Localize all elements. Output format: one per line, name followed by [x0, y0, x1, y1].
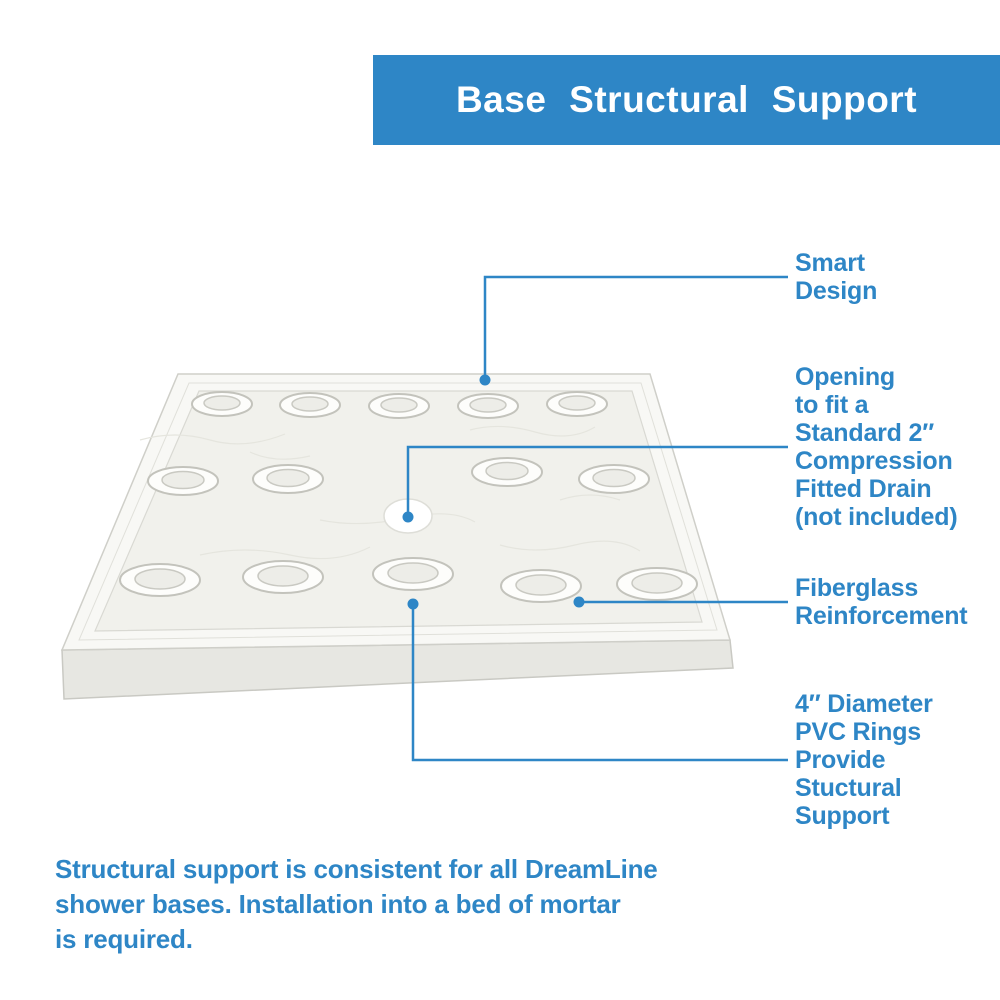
- callout-line-smart-design: [483, 275, 788, 380]
- callout-dot-fiberglass: [573, 596, 585, 608]
- pvc-ring: [368, 393, 430, 419]
- pvc-ring: [457, 393, 519, 419]
- callout-dots: [402, 374, 585, 610]
- callout-label-pvc-rings: 4″ Diameter PVC Rings Provide Stuctural …: [795, 690, 933, 830]
- callout-line-pvc-rings: [411, 604, 788, 762]
- pvc-ring: [578, 464, 650, 494]
- callout-label-drain-opening: Opening to fit a Standard 2″ Compression…: [795, 363, 958, 531]
- callout-line-drain-opening: [406, 445, 788, 517]
- callout-dot-pvc-rings: [407, 598, 419, 610]
- pvc-ring: [119, 563, 201, 597]
- footer-note: Structural support is consistent for all…: [55, 854, 658, 954]
- pvc-ring: [471, 457, 543, 487]
- title-banner: Base Structural Support: [373, 55, 1000, 145]
- pvc-ring: [546, 391, 608, 417]
- pvc-ring: [616, 567, 698, 601]
- callout-lines: [406, 275, 788, 762]
- pvc-ring: [147, 466, 219, 496]
- pvc-ring: [279, 392, 341, 418]
- shower-base-illustration: [60, 373, 734, 700]
- callout-label-smart-design: Smart Design: [795, 249, 878, 305]
- callout-dot-smart-design: [479, 374, 491, 386]
- base-rim-step: [78, 382, 718, 641]
- callout-label-fiberglass: Fiberglass Reinforcement: [795, 574, 968, 630]
- page-title: Base Structural Support: [455, 79, 918, 120]
- pvc-ring: [500, 569, 582, 603]
- pvc-ring: [242, 560, 324, 594]
- pvc-ring: [372, 557, 454, 591]
- pvc-ring: [252, 464, 324, 494]
- pvc-ring: [191, 391, 253, 417]
- callout-dot-drain-opening: [402, 511, 414, 523]
